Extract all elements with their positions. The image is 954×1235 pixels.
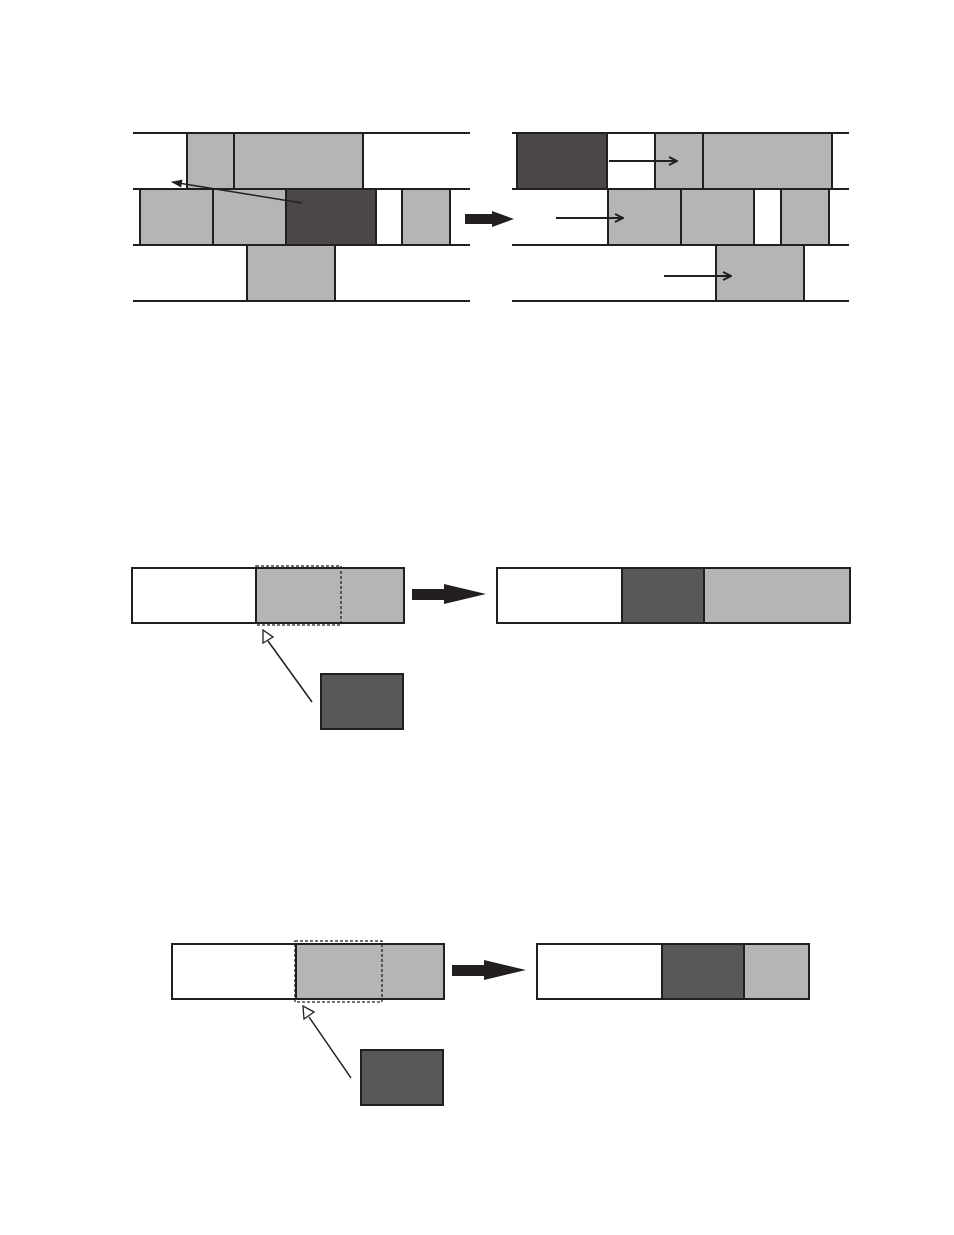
clip-before-t2-b xyxy=(213,189,286,245)
clip-before-t2-c xyxy=(402,189,450,245)
clip-after-t3-a xyxy=(716,245,804,301)
clip-before-t1-b xyxy=(234,133,363,189)
clip-after-t1-b xyxy=(703,133,832,189)
timeline-before-clip xyxy=(256,568,404,623)
clip-before-t1-a xyxy=(187,133,234,189)
timeline-after-clip xyxy=(744,944,809,999)
overwrite-pointer-head xyxy=(303,1006,314,1019)
overwrite-pointer-line xyxy=(309,1017,351,1078)
clip-after-t2-b xyxy=(681,189,754,245)
floating-clip xyxy=(321,674,403,729)
timeline-after-overwritten xyxy=(662,944,744,999)
transition-arrow-2 xyxy=(412,584,486,604)
timeline-before-empty xyxy=(132,568,256,623)
multitrack-after xyxy=(512,133,849,301)
timeline-after-empty xyxy=(537,944,662,999)
timeline-before-empty xyxy=(172,944,296,999)
timeline-after-inserted xyxy=(622,568,704,623)
clip-before-t3-a xyxy=(247,245,335,301)
floating-clip xyxy=(361,1050,443,1105)
transition-arrow-1 xyxy=(465,211,514,227)
figure-overwrite xyxy=(172,941,809,1105)
insert-pointer-line xyxy=(268,641,312,702)
timeline-before-clip xyxy=(296,944,444,999)
clip-after-t2-c xyxy=(781,189,829,245)
figure-multitrack xyxy=(133,133,849,301)
clip-before-t2-dark xyxy=(286,189,376,245)
multitrack-before xyxy=(133,133,470,301)
clip-after-t1-dark xyxy=(517,133,607,189)
timeline-after-empty xyxy=(497,568,622,623)
clip-before-t2-a xyxy=(140,189,213,245)
figure-insert xyxy=(132,566,850,729)
timeline-after-clip xyxy=(704,568,850,623)
transition-arrow-3 xyxy=(452,960,526,980)
